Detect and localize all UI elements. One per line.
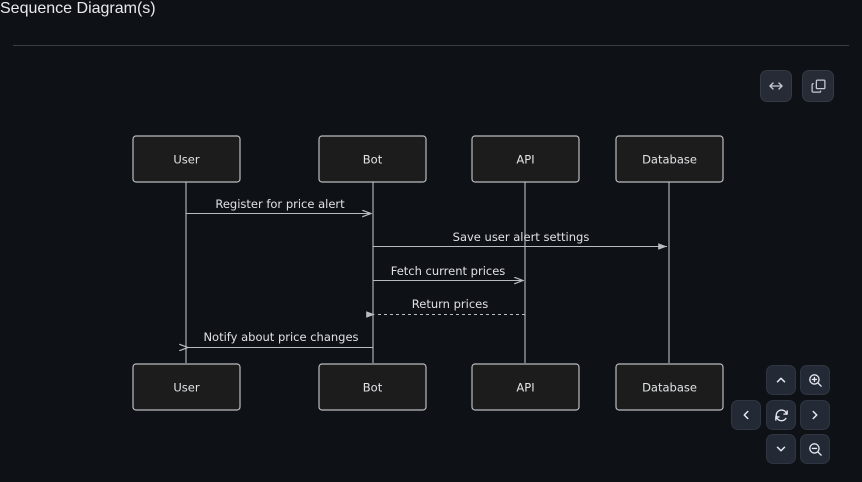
reset-icon <box>773 407 790 424</box>
chevron-left-icon <box>739 408 753 422</box>
resize-width-button[interactable] <box>760 70 792 102</box>
copy-button[interactable] <box>802 70 834 102</box>
participants-top: User Bot API Database <box>132 135 724 183</box>
message-fetch-current-prices[interactable]: Fetch current prices <box>373 264 523 281</box>
resize-width-icon <box>767 77 785 95</box>
zoom-out-button[interactable] <box>800 434 830 464</box>
pan-left-button[interactable] <box>731 400 761 430</box>
participants-bottom: User Bot API Database <box>132 363 724 411</box>
message-label: Fetch current prices <box>391 264 506 278</box>
message-label: Save user alert settings <box>453 230 590 244</box>
participant-label-database-bottom: Database <box>642 381 697 395</box>
pan-down-button[interactable] <box>766 434 796 464</box>
reset-view-button[interactable] <box>766 400 796 430</box>
chevron-right-icon <box>808 408 822 422</box>
sequence-diagram[interactable]: User Bot API Database Register for price… <box>0 46 862 482</box>
participant-box-bottom-api[interactable]: API <box>471 363 580 411</box>
lifelines <box>185 181 670 363</box>
page-header: Sequence Diagram(s) <box>0 0 862 46</box>
page-title: Sequence Diagram(s) <box>0 0 156 17</box>
participant-box-bot[interactable]: Bot <box>318 135 427 183</box>
participant-box-database[interactable]: Database <box>615 135 724 183</box>
message-label: Return prices <box>412 297 488 311</box>
participant-label-user-bottom: User <box>173 381 199 395</box>
header-divider <box>13 45 849 46</box>
message-label: Notify about price changes <box>203 330 358 344</box>
zoom-in-icon <box>807 372 824 389</box>
participant-label-bot-bottom: Bot <box>363 381 383 395</box>
message-save-user-alert-settings[interactable]: Save user alert settings <box>373 230 667 250</box>
sequence-diagram-svg: User Bot API Database Register for price… <box>132 135 724 411</box>
participant-box-bottom-database[interactable]: Database <box>615 363 724 411</box>
pan-right-button[interactable] <box>800 400 830 430</box>
pan-up-button[interactable] <box>766 365 796 395</box>
zoom-in-button[interactable] <box>800 365 830 395</box>
participant-label-bot: Bot <box>363 153 383 167</box>
message-register-for-price-alert[interactable]: Register for price alert <box>186 197 371 214</box>
participant-box-bottom-bot[interactable]: Bot <box>318 363 427 411</box>
messages: Register for price alert Save user alert… <box>186 197 667 348</box>
message-notify-about-price-changes[interactable]: Notify about price changes <box>188 330 373 348</box>
chevron-down-icon <box>774 442 788 456</box>
participant-label-database: Database <box>642 153 697 167</box>
participant-label-api-bottom: API <box>516 381 534 395</box>
zoom-out-icon <box>807 441 824 458</box>
chevron-up-icon <box>774 373 788 387</box>
participant-box-user[interactable]: User <box>132 135 241 183</box>
participant-label-api: API <box>516 153 534 167</box>
message-label: Register for price alert <box>215 197 345 211</box>
message-return-prices[interactable]: Return prices <box>366 297 525 318</box>
participant-box-api[interactable]: API <box>471 135 580 183</box>
participant-box-bottom-user[interactable]: User <box>132 363 241 411</box>
copy-icon <box>810 78 827 95</box>
participant-label-user: User <box>173 153 199 167</box>
